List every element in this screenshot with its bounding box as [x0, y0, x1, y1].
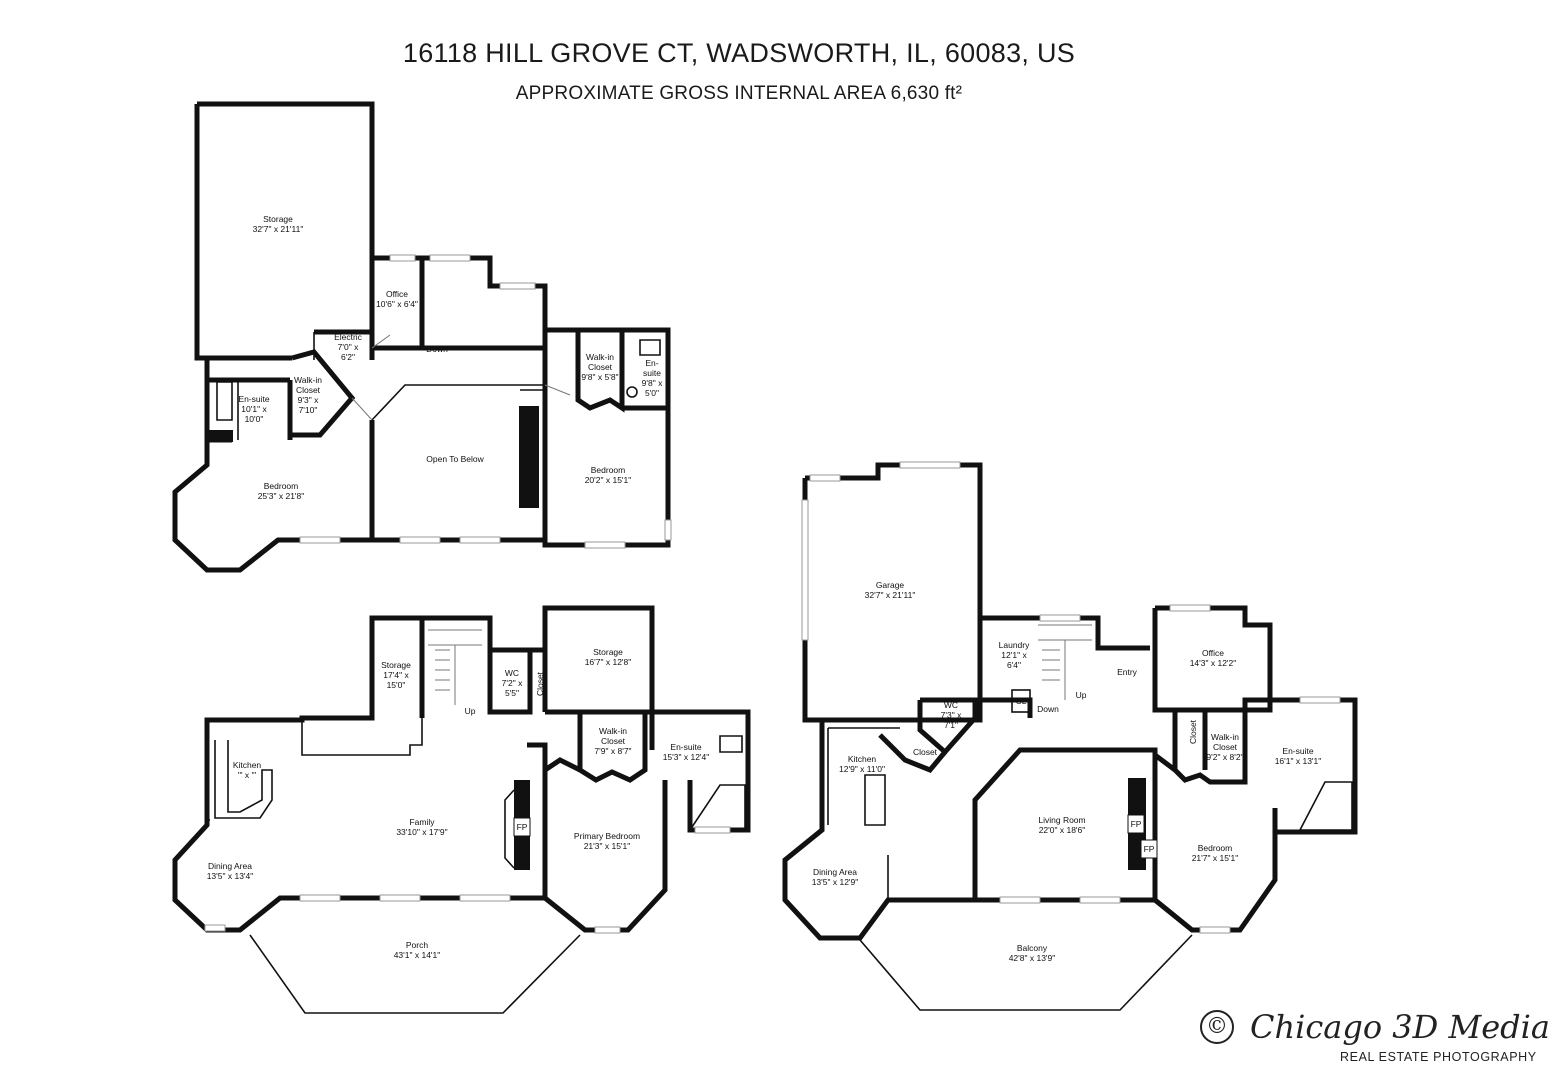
room-label: Down	[1037, 704, 1059, 714]
main-floor-plan	[172, 605, 751, 1014]
room-label: CL	[1016, 696, 1027, 706]
room-label: Entry	[1117, 667, 1138, 677]
copyright-icon: ©	[1200, 1010, 1234, 1044]
fireplace-label: FP	[517, 822, 528, 832]
room-label: Closet	[535, 671, 545, 696]
room-label: Up	[465, 706, 476, 716]
room-label: Down	[426, 344, 448, 354]
room-label: Open To Below	[426, 454, 484, 464]
logo-name: Chicago 3D Media	[1250, 1008, 1550, 1046]
room-label: Up	[1076, 690, 1087, 700]
logo-tagline: REAL ESTATE PHOTOGRAPHY	[1340, 1050, 1537, 1064]
room-label: Kitchen'" x '"	[233, 760, 262, 780]
lower-floor-plan	[782, 461, 1358, 1011]
chicago-3d-media-logo: © Chicago 3D Media REAL ESTATE PHOTOGRAP…	[1198, 1008, 1550, 1070]
gross-internal-area: APPROXIMATE GROSS INTERNAL AREA 6,630 ft…	[515, 83, 963, 104]
property-address: 16118 HILL GROVE CT, WADSWORTH, IL, 6008…	[402, 38, 1076, 68]
room-label: Closet	[913, 747, 938, 757]
room-label: Closet	[1188, 719, 1198, 744]
upper-floor-plan	[172, 101, 672, 573]
fireplace-label: FP	[1131, 819, 1142, 829]
fireplace-label: FP	[1144, 844, 1155, 854]
